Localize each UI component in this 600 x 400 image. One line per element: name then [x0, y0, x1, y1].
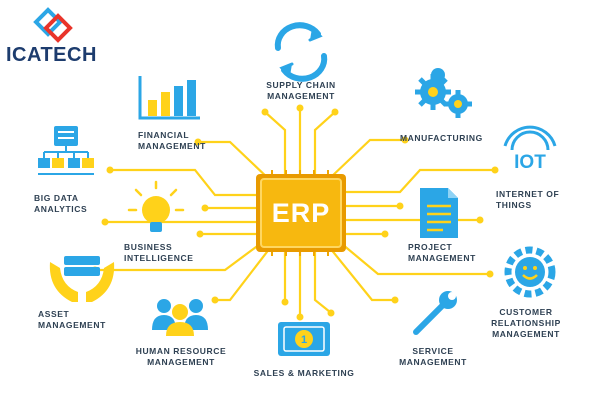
people-icon [152, 299, 208, 336]
erp-chip [256, 170, 346, 256]
lightbulb-icon [127, 180, 185, 232]
iot-signal-icon: IOT [503, 125, 557, 173]
coin-icon-text: 1 [301, 334, 307, 346]
connector-nodes [91, 104, 499, 321]
brand-name: ICATECH [6, 44, 97, 66]
brand-logo-icon [33, 7, 73, 43]
iot-icon-text: IOT [514, 152, 546, 173]
gears-icon [415, 68, 472, 118]
erp-label: ERP [271, 197, 331, 228]
label-manufacturing: MANUFACTURING [400, 133, 483, 143]
connector-lines [93, 108, 497, 317]
bar-chart-icon [138, 76, 200, 120]
document-icon [420, 188, 458, 238]
hierarchy-icon [38, 126, 94, 175]
smile-gear-icon [504, 246, 556, 298]
wrench-icon [413, 291, 457, 335]
banknote-icon: 1 [278, 322, 330, 356]
recycle-arrows-icon [274, 22, 328, 82]
label-sales-marketing: SALES & MARKETING [253, 368, 355, 378]
hands-server-icon [49, 256, 115, 302]
